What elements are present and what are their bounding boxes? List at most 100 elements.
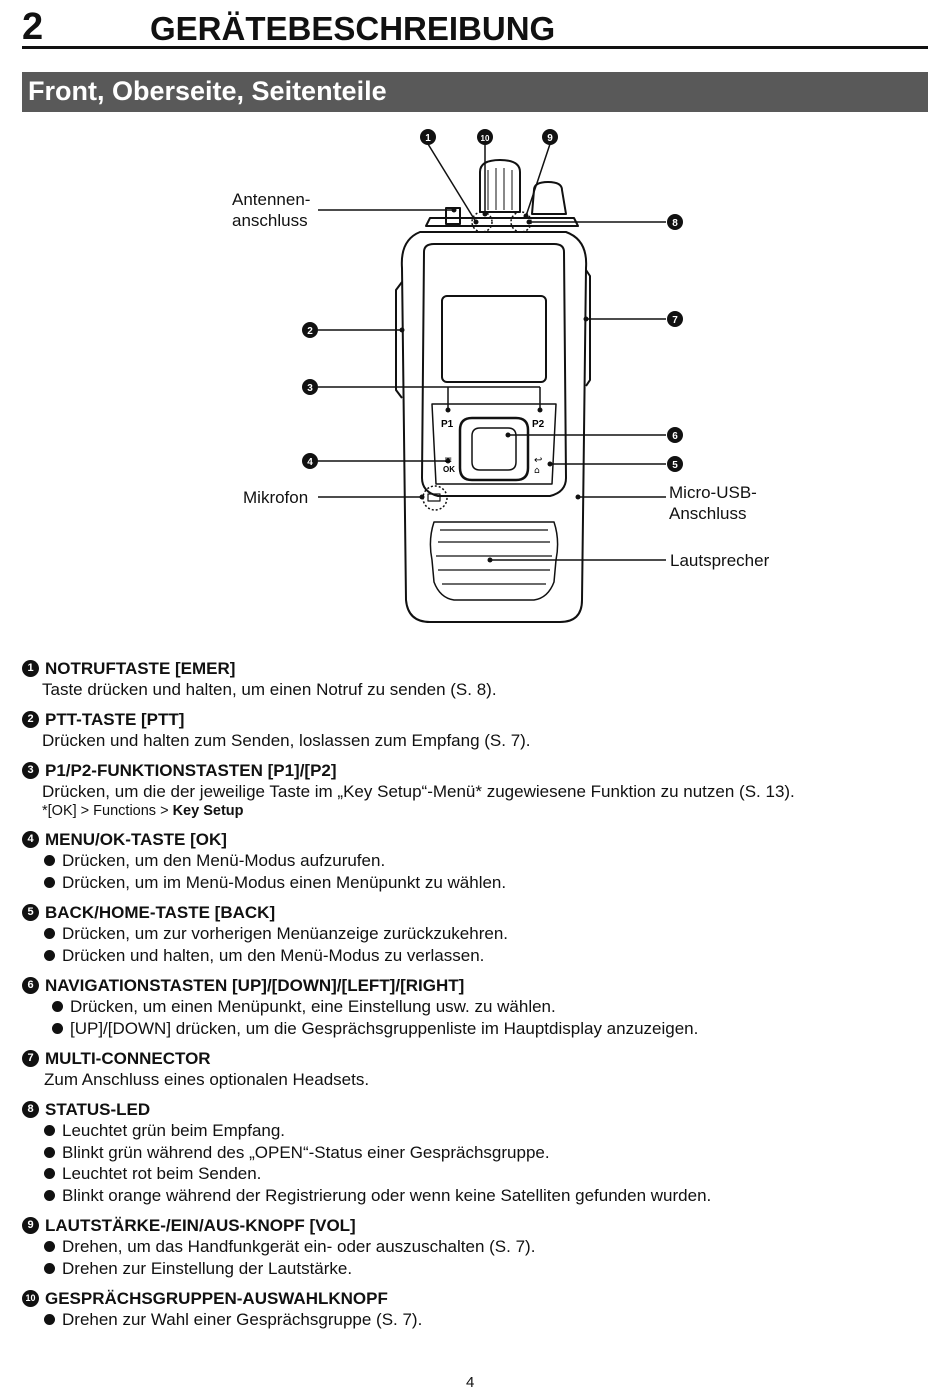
bullet: Drehen, um das Handfunkgerät ein- oder a… [22, 1236, 928, 1258]
nav-key [458, 416, 530, 482]
number-badge: 5 [22, 904, 39, 921]
svg-text:9: 9 [547, 133, 553, 144]
callout-2: 2 [302, 322, 318, 338]
chapter-number: 2 [22, 6, 44, 48]
mic-label: Mikrofon [243, 488, 309, 507]
callout-3: 3 [302, 379, 318, 395]
item-title: MULTI-CONNECTOR [45, 1049, 211, 1068]
bullet-icon [44, 876, 55, 888]
callout-6: 6 [667, 427, 683, 443]
item-list: 1 NOTRUFTASTE [EMER] Taste drücken und ha… [22, 658, 928, 1340]
menu-icon: ≡ [444, 455, 452, 466]
bullet-icon [44, 1125, 55, 1136]
svg-text:4: 4 [307, 457, 313, 468]
bullet-icon [44, 855, 55, 866]
back-icon: ↩ [534, 455, 542, 466]
bullet: Drehen zur Wahl einer Gesprächsgruppe (S… [22, 1309, 928, 1331]
bullet-icon [44, 1168, 55, 1179]
item-10: 10 GESPRÄCHSGRUPPEN-AUSWAHLKNOPF Drehen z… [22, 1288, 928, 1331]
item-title: NAVIGATIONSTASTEN [UP]/[DOWN]/[LEFT]/[RI… [45, 976, 465, 995]
bullet: Drücken, um den Menü-Modus aufzurufen. [22, 850, 928, 872]
section-bar: Front, Oberseite, Seitenteile [22, 72, 928, 112]
bullet-icon [44, 928, 55, 939]
item-7: 7 MULTI-CONNECTOR Zum Anschluss eines opt… [22, 1048, 928, 1090]
bullet-icon [44, 1241, 55, 1252]
p2-key-label: P2 [532, 419, 545, 430]
number-badge: 6 [22, 977, 39, 994]
callout-9: 9 [542, 129, 558, 145]
svg-text:7: 7 [672, 315, 678, 326]
ok-key-label: OK [443, 465, 455, 474]
bullet: Drücken und halten, um den Menü-Modus zu… [22, 945, 928, 967]
item-title: GESPRÄCHSGRUPPEN-AUSWAHLKNOPF [45, 1289, 388, 1308]
bullet-icon [44, 1146, 55, 1158]
bullet-icon [44, 1189, 55, 1201]
item-title: PTT-TASTE [PTT] [45, 710, 185, 729]
item-title: P1/P2-FUNKTIONSTASTEN [P1]/[P2] [45, 761, 337, 780]
number-badge: 3 [22, 762, 39, 779]
svg-text:3: 3 [307, 383, 313, 394]
bullet-icon [52, 1001, 63, 1012]
item-6: 6 NAVIGATIONSTASTEN [UP]/[DOWN]/[LEFT]/[R… [22, 975, 928, 1039]
bullet: Blinkt grün während des „OPEN“-Status ei… [22, 1142, 928, 1164]
svg-text:2: 2 [307, 326, 313, 337]
number-badge: 7 [22, 1050, 39, 1067]
bullet: [UP]/[DOWN] drücken, um die Gesprächsgru… [22, 1018, 928, 1040]
svg-text:5: 5 [672, 460, 678, 471]
radio-diagram: P1 P2 OK ≡ ↩ ⌂ 1 10 9 8 2 7 3 6 4 5 [302, 129, 683, 623]
svg-text:8: 8 [672, 218, 678, 229]
callout-1: 1 [420, 129, 436, 145]
section-title: Front, Oberseite, Seitenteile [28, 76, 387, 106]
item-title: BACK/HOME-TASTE [BACK] [45, 903, 276, 922]
bullet: Blinkt orange während der Registrierung … [22, 1185, 928, 1207]
chapter-header: 2 GERÄTEBESCHREIBUNG [22, 4, 928, 49]
bullet: Drücken, um im Menü-Modus einen Menüpunk… [22, 872, 928, 894]
bullet: Drücken, um zur vorherigen Menüanzeige z… [22, 923, 928, 945]
number-badge: 9 [22, 1217, 39, 1234]
speaker-label: Lautsprecher [670, 551, 770, 570]
radio-body [400, 231, 588, 623]
item-3: 3 P1/P2-FUNKTIONSTASTEN [P1]/[P2] Drücken… [22, 760, 928, 820]
p1-key-label: P1 [441, 419, 454, 430]
home-icon: ⌂ [534, 466, 540, 476]
bullet-icon [44, 1262, 55, 1274]
bullet: Drehen zur Einstellung der Lautstärke. [22, 1258, 928, 1280]
callout-4: 4 [302, 453, 318, 469]
item-4: 4 MENU/OK-TASTE [OK] Drücken, um den Menü… [22, 829, 928, 893]
number-badge: 1 [22, 660, 39, 677]
display [441, 295, 547, 383]
bullet: Leuchtet rot beim Senden. [22, 1163, 928, 1185]
item-desc: Taste drücken und halten, um einen Notru… [42, 680, 497, 699]
antenna-label: Antennen- anschluss [232, 190, 311, 230]
number-badge: 10 [22, 1290, 39, 1307]
item-1: 1 NOTRUFTASTE [EMER] Taste drücken und ha… [22, 658, 928, 700]
item-title: NOTRUFTASTE [EMER] [45, 659, 236, 678]
channel-knob [479, 159, 521, 213]
usb-label: Micro-USB- Anschluss [669, 483, 757, 523]
number-badge: 4 [22, 831, 39, 848]
item-title: LAUTSTÄRKE-/EIN/AUS-KNOPF [VOL] [45, 1216, 356, 1235]
item-5: 5 BACK/HOME-TASTE [BACK] Drücken, um zur … [22, 902, 928, 966]
item-desc: Zum Anschluss eines optionalen Headsets. [44, 1070, 370, 1089]
callout-5: 5 [667, 456, 683, 472]
number-badge: 2 [22, 711, 39, 728]
svg-text:1: 1 [425, 133, 431, 144]
item-desc: Drücken, um die der jeweilige Taste im „… [42, 782, 795, 801]
bullet-icon [44, 949, 55, 961]
svg-text:6: 6 [672, 431, 678, 442]
chapter-title: GERÄTEBESCHREIBUNG [150, 10, 556, 47]
item-title: STATUS-LED [45, 1100, 151, 1119]
bullet: Leuchtet grün beim Empfang. [22, 1120, 928, 1142]
item-title: MENU/OK-TASTE [OK] [45, 830, 227, 849]
number-badge: 8 [22, 1101, 39, 1118]
callout-10: 10 [477, 129, 493, 145]
item-9: 9 LAUTSTÄRKE-/EIN/AUS-KNOPF [VOL] Drehen,… [22, 1215, 928, 1279]
page-number: 4 [466, 1374, 475, 1391]
volume-knob [531, 181, 567, 215]
item-note: *[OK] > Functions > Key Setup [42, 803, 244, 819]
callout-7: 7 [667, 311, 683, 327]
svg-text:10: 10 [481, 134, 490, 143]
bullet-icon [52, 1022, 63, 1034]
